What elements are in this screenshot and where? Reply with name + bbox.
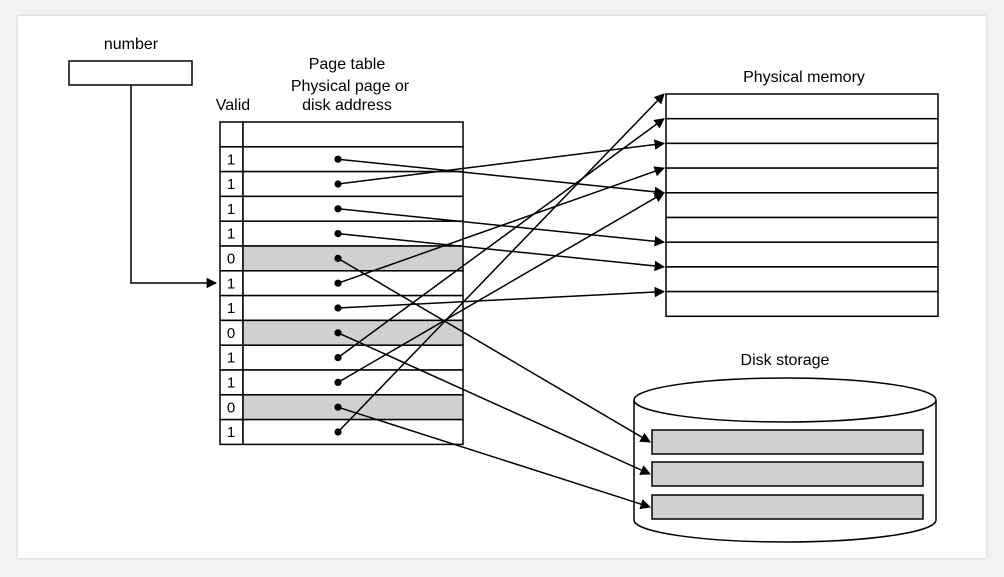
address-cell <box>242 294 464 322</box>
page-table-row: 1 <box>219 170 464 198</box>
memory-frame <box>665 142 939 169</box>
valid-bit-value: 1 <box>227 275 235 292</box>
valid-bit-value: 1 <box>227 300 235 317</box>
address-cell <box>242 146 464 173</box>
disk-mapping-arrow <box>337 332 651 475</box>
memory-frame <box>665 93 939 120</box>
page-table-row: 0 <box>219 319 464 346</box>
pointer-dot <box>334 155 342 163</box>
page-table-row: 1 <box>219 294 464 322</box>
address-cell <box>242 170 464 198</box>
address-cell <box>242 369 464 396</box>
valid-bit-value: 0 <box>227 251 235 268</box>
address-cell <box>242 418 464 446</box>
page-table-title: Page table <box>309 56 386 73</box>
disk-cylinder-top <box>633 377 937 423</box>
memory-mapping-arrow <box>337 93 665 433</box>
phys-addr-label-line2: disk address <box>302 97 392 114</box>
memory-frame <box>665 167 939 194</box>
pointer-dot <box>334 205 342 213</box>
physical-memory <box>665 93 939 318</box>
page-table-row: 0 <box>219 245 464 272</box>
number-label: number <box>104 36 159 53</box>
page-table-header-address-cell <box>242 121 464 148</box>
memory-frame <box>665 192 939 219</box>
valid-bit-value: 1 <box>227 201 235 218</box>
address-cell <box>242 344 464 371</box>
disk-block <box>651 494 924 520</box>
memory-frame <box>665 241 939 268</box>
valid-bit-value: 0 <box>227 399 235 416</box>
valid-bit-value: 1 <box>227 375 235 392</box>
page-table-row: 1 <box>219 270 464 297</box>
memory-mapping-arrow <box>337 118 665 359</box>
disk-storage-title: Disk storage <box>741 352 830 369</box>
memory-mapping-arrow <box>337 192 665 384</box>
memory-frame <box>665 290 939 318</box>
valid-bit-value: 1 <box>227 424 235 441</box>
disk-block <box>651 429 924 455</box>
valid-bit-value: 1 <box>227 226 235 243</box>
page-table-row: 1 <box>219 344 464 371</box>
page-table-row: 1 <box>219 369 464 396</box>
address-cell <box>242 220 464 247</box>
physical-memory-title: Physical memory <box>743 69 865 86</box>
memory-frame <box>665 266 939 293</box>
memory-frame <box>665 216 939 243</box>
address-cell <box>242 319 464 346</box>
page-table-row: 0 <box>219 394 464 421</box>
memory-mapping-arrow <box>337 286 666 309</box>
disk-storage <box>633 377 937 543</box>
valid-bit-value: 1 <box>227 151 235 168</box>
memory-mapping-arrow <box>337 166 665 284</box>
valid-label: Valid <box>216 97 250 114</box>
mapping-arrows <box>337 93 666 510</box>
address-cell <box>242 270 464 297</box>
lookup-arrow <box>130 85 218 289</box>
valid-bit-value: 1 <box>227 176 235 193</box>
memory-mapping-arrow <box>337 232 666 272</box>
disk-mapping-arrow <box>337 257 651 443</box>
valid-bit-value: 0 <box>227 325 235 342</box>
valid-bit-value: 1 <box>227 350 235 367</box>
page-table-header-valid-cell <box>219 121 244 148</box>
number-register <box>68 60 193 86</box>
disk-block <box>651 461 924 487</box>
memory-frame <box>665 117 939 145</box>
page-table: 1 1 1 1 0 1 1 0 1 1 0 1 <box>219 121 464 446</box>
disk-mapping-arrow <box>337 406 652 510</box>
phys-addr-label-line1: Physical page or <box>291 78 410 95</box>
page-table-row: 1 <box>219 418 464 446</box>
